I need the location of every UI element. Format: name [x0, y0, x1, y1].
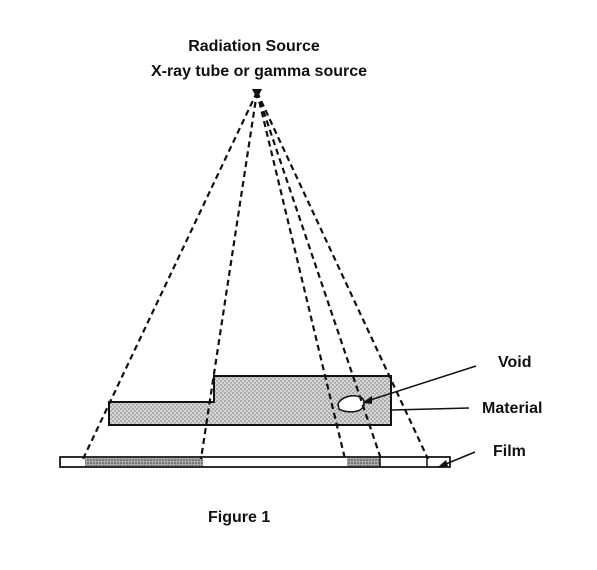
ray-step: [199, 91, 259, 460]
ray-left-edge: [82, 91, 258, 460]
source-title: Radiation Source: [188, 38, 320, 55]
radiation-source-icon: [252, 89, 262, 99]
ray-right-edge: [256, 91, 429, 460]
material-leader-line: [391, 407, 470, 411]
radiation-rays: [82, 91, 429, 460]
film-exposed-region-left: [85, 457, 203, 467]
void-cavity: [337, 395, 365, 413]
void-label: Void: [498, 354, 532, 371]
source-subtitle: X-ray tube or gamma source: [150, 63, 368, 80]
void-leader-arrow: [362, 396, 372, 404]
film-leader-arrow: [438, 460, 448, 467]
figure-caption: Figure 1: [208, 509, 271, 526]
material-block: [108, 375, 392, 426]
ray-void-right: [255, 91, 383, 460]
film-void-image: [347, 457, 380, 467]
film-label: Film: [493, 443, 526, 460]
ray-void-left: [255, 91, 347, 460]
void-leader-line: [363, 365, 477, 403]
material-label: Material: [482, 400, 543, 417]
